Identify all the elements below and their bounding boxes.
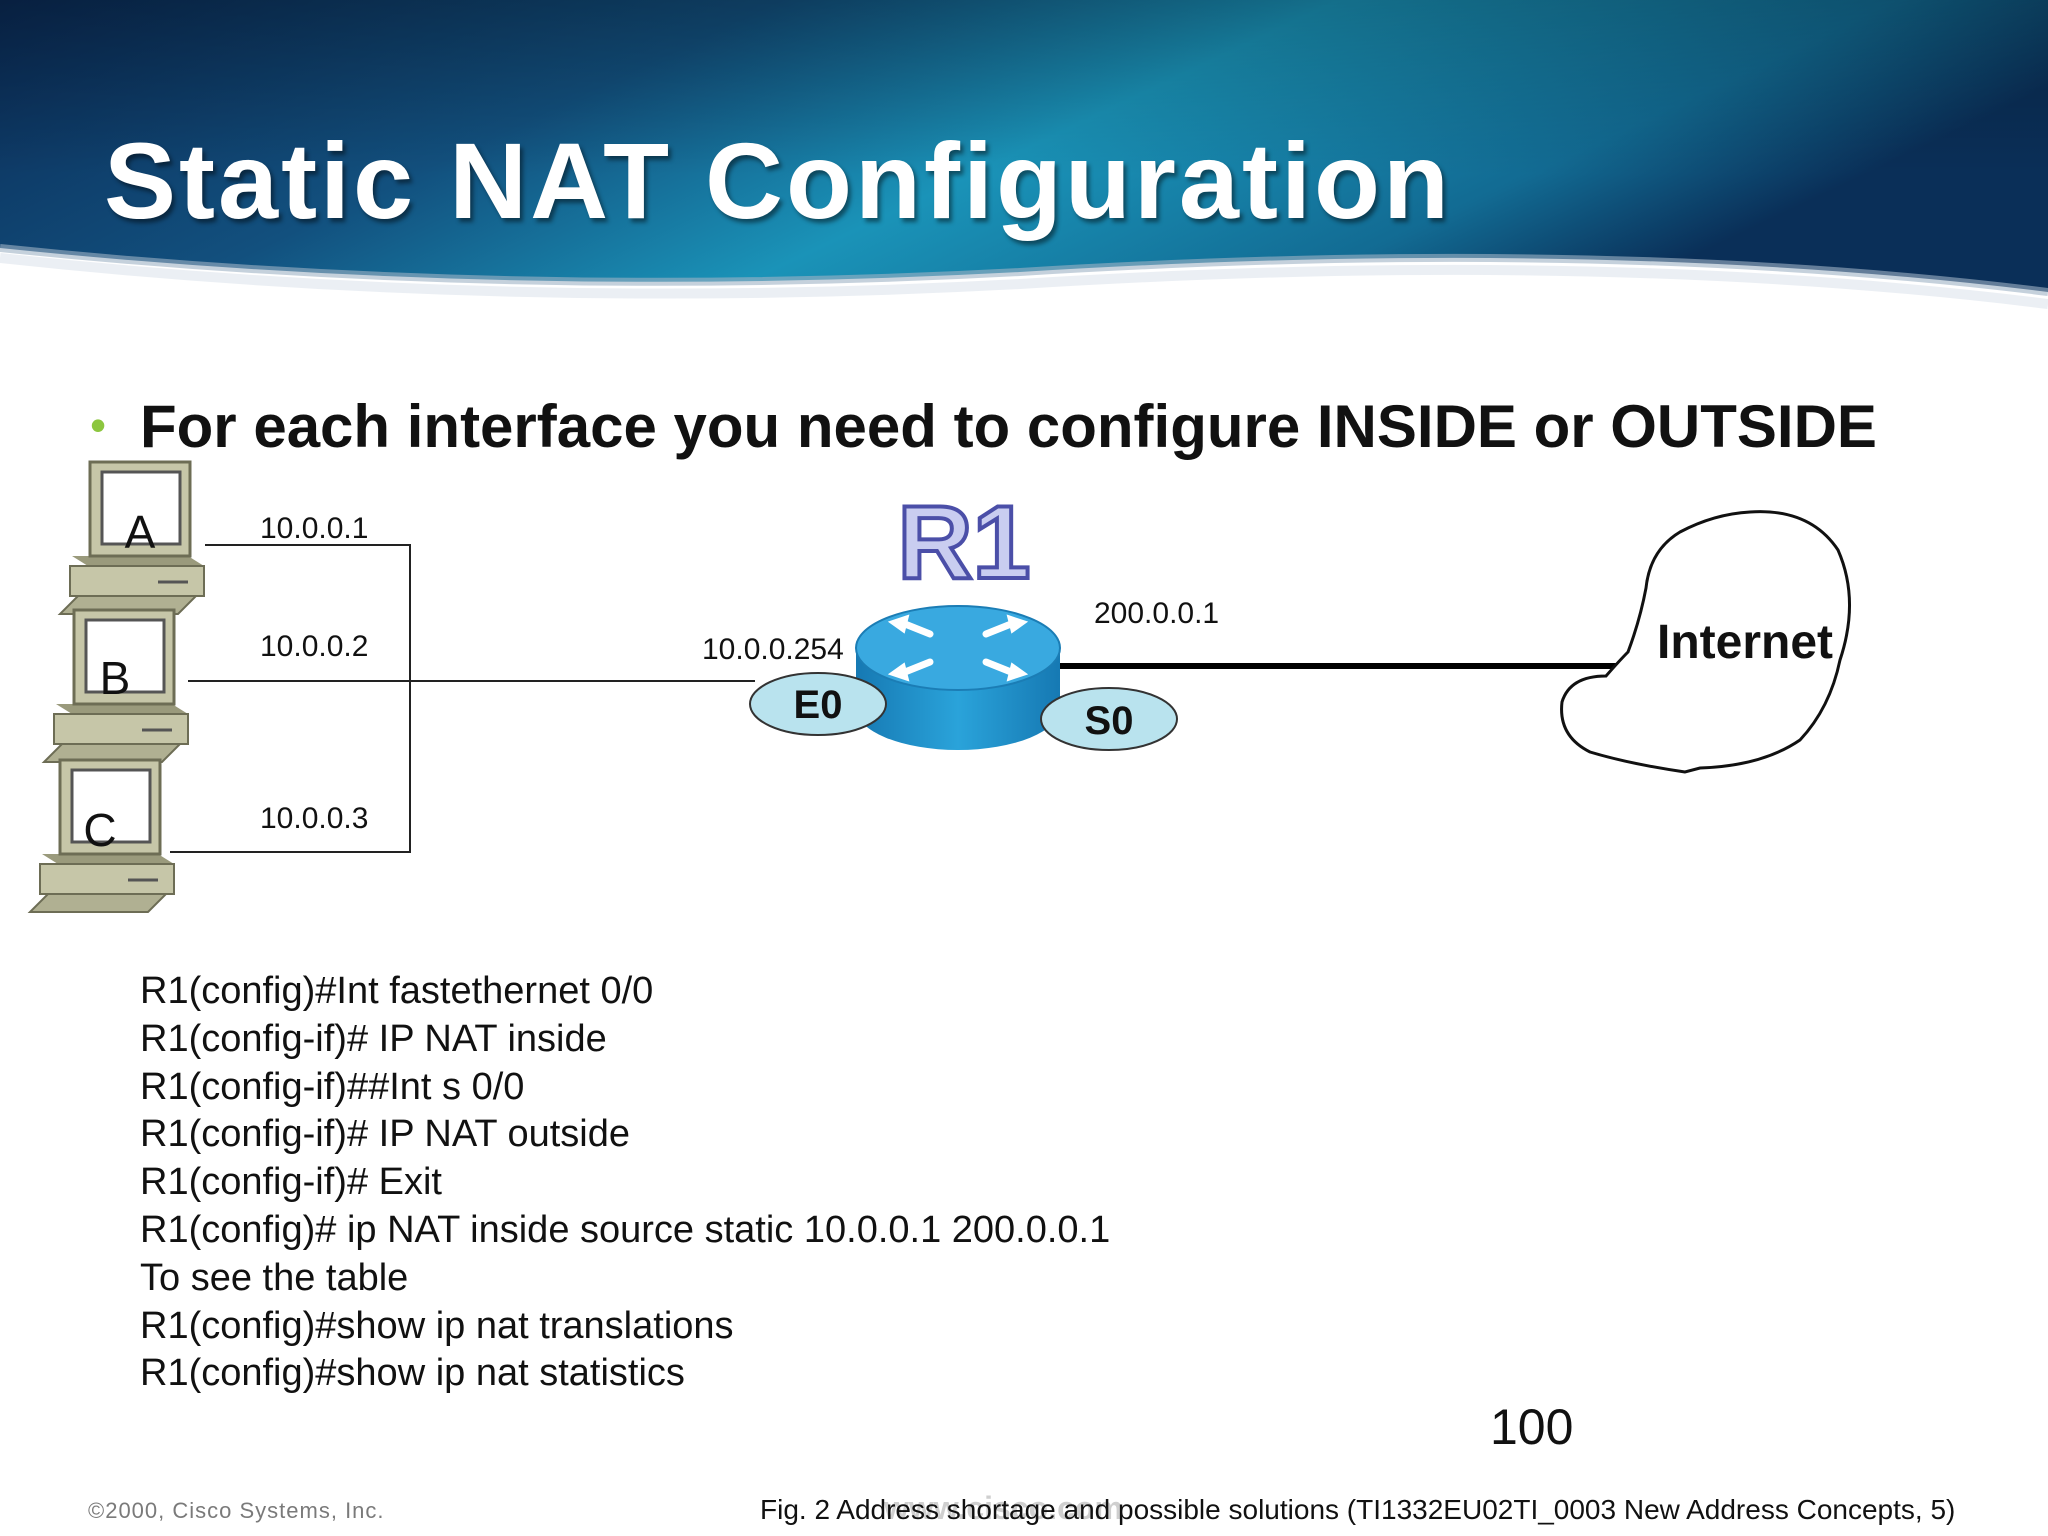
- command-line: R1(config-if)# IP NAT outside: [140, 1113, 630, 1156]
- command-line: R1(config-if)# IP NAT inside: [140, 1017, 607, 1060]
- host-c-label: C: [83, 804, 116, 856]
- host-b-computer-icon: [42, 608, 190, 764]
- figure-caption: Fig. 2 Address shortage and possible sol…: [760, 1494, 1956, 1525]
- command-line: R1(config)#show ip nat translations: [140, 1304, 734, 1347]
- command-line: To see the table: [140, 1256, 409, 1299]
- host-b-label: B: [100, 652, 131, 704]
- interface-e0-badge: [749, 672, 887, 736]
- router-outside-ip: 200.0.0.1: [1094, 597, 1219, 630]
- command-line: R1(config)#Int fastethernet 0/0: [140, 970, 654, 1012]
- page-number: 100: [1490, 1399, 1574, 1455]
- watermark: www.cisco.com: [884, 1490, 1123, 1526]
- host-b-ip: 10.0.0.2: [260, 630, 368, 663]
- copyright-notice: ©2000, Cisco Systems, Inc.: [88, 1498, 385, 1523]
- router-name-label: R1: [898, 485, 1031, 601]
- host-c-computer-icon: [28, 758, 176, 914]
- header-banner: [0, 0, 2048, 309]
- lan-links: [170, 544, 755, 853]
- router-icon: [855, 605, 1061, 750]
- interface-s0-badge: [1040, 687, 1178, 751]
- interface-s0-label: S0: [1085, 699, 1134, 743]
- host-a-computer-icon: [58, 460, 206, 616]
- host-a-label: A: [125, 506, 156, 558]
- host-c-ip: 10.0.0.3: [260, 802, 368, 835]
- config-commands: R1(config)#Int fastethernet 0/0 R1(confi…: [140, 968, 1110, 1398]
- command-line: R1(config-if)# Exit: [140, 1161, 442, 1204]
- command-line: R1(config)# ip NAT inside source static …: [140, 1208, 1111, 1251]
- bullet-marker: •: [90, 399, 107, 451]
- internet-label: Internet: [1657, 616, 1833, 669]
- internet-cloud-icon: [1560, 510, 1852, 774]
- host-a-ip: 10.0.0.1: [260, 512, 368, 545]
- command-line: R1(config-if)##Int s 0/0: [140, 1065, 525, 1108]
- bullet-text: For each interface you need to configure…: [140, 393, 1877, 460]
- slide-title: Static NAT Configuration: [104, 120, 1452, 241]
- router-inside-ip: 10.0.0.254: [702, 633, 844, 666]
- interface-e0-label: E0: [794, 683, 843, 727]
- command-line: R1(config)#show ip nat statistics: [140, 1352, 685, 1395]
